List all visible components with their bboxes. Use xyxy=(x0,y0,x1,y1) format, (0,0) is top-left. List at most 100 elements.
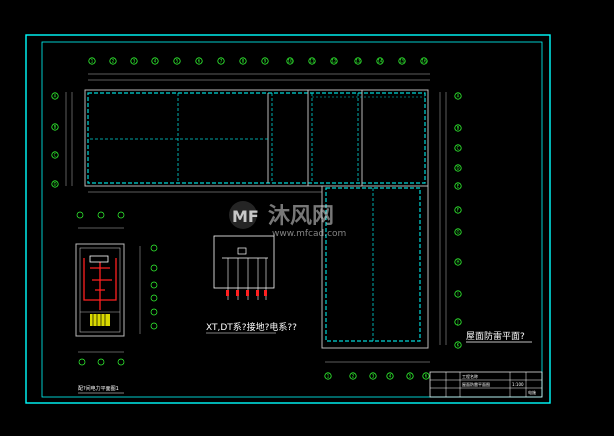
axis-bubble xyxy=(261,57,269,65)
axis-bubble xyxy=(376,57,384,65)
system-diagram-title: XT,DT系?接地?电系?? xyxy=(206,321,297,333)
axis-bubble xyxy=(151,57,159,65)
title-block-scale: 1:100 xyxy=(512,382,524,387)
axis-bubble xyxy=(330,57,338,65)
axis-bubble xyxy=(173,57,181,65)
axis-bubble xyxy=(386,372,394,380)
axis-bubble-label: 10 xyxy=(287,59,293,64)
axis-bubble-label: K xyxy=(457,343,460,348)
axis-bubble-label: A xyxy=(54,94,57,99)
roof-plan-title: 屋面防雷平面? xyxy=(466,330,525,342)
watermark-url: www.mfcad.com xyxy=(272,229,346,239)
axis-bubble-label: E xyxy=(457,184,460,189)
axis-bubble-label: B xyxy=(54,125,57,130)
axis-bubble xyxy=(150,281,158,289)
axis-bubble-label: 5 xyxy=(409,374,412,379)
axis-bubble xyxy=(308,57,316,65)
axis-bubble xyxy=(51,151,59,159)
axis-bubble xyxy=(454,206,462,214)
axis-bubble xyxy=(117,358,125,366)
axis-bubble xyxy=(150,308,158,316)
axis-bubble-label: 11 xyxy=(309,59,315,64)
axis-bubble xyxy=(150,244,158,252)
watermark-text: 沐风网 xyxy=(268,204,334,229)
axis-bubbles-left: A B C D xyxy=(51,92,59,188)
axis-bubble-label: A xyxy=(457,94,460,99)
room-inner-wall xyxy=(79,247,121,333)
axis-bubble xyxy=(150,264,158,272)
system-box xyxy=(213,235,275,289)
axis-bubble-label: 16 xyxy=(421,59,427,64)
axis-bubble xyxy=(369,372,377,380)
axis-bubble xyxy=(217,57,225,65)
distribution-cabinet xyxy=(89,255,109,263)
axis-bubble-label: 4 xyxy=(389,374,392,379)
watermark-logo xyxy=(229,201,257,229)
axis-bubble xyxy=(454,144,462,152)
axis-bubble-label: 6 xyxy=(425,374,428,379)
axis-bubble-label: 13 xyxy=(355,59,361,64)
axis-bubble-label: D xyxy=(53,182,56,187)
axis-bubble xyxy=(286,57,294,65)
outer-frame xyxy=(25,34,551,404)
switchgear-hatch xyxy=(92,314,106,326)
axis-bubble-label: I xyxy=(457,292,458,297)
room-outline xyxy=(75,243,125,337)
axis-bubble xyxy=(51,180,59,188)
title-block-frame xyxy=(429,371,543,398)
axis-bubble-label: 8 xyxy=(242,59,245,64)
system-meter xyxy=(237,247,247,255)
inner-frame xyxy=(41,41,543,398)
axis-bubble xyxy=(150,294,158,302)
axis-bubble-label: 7 xyxy=(220,59,223,64)
axis-bubbles-bottom: 1 2 3 4 5 6 xyxy=(324,372,430,380)
axis-bubble-label: B xyxy=(457,126,460,131)
axis-bubble xyxy=(398,57,406,65)
axis-bubble xyxy=(422,372,430,380)
axis-bubbles-room xyxy=(76,211,158,366)
axis-bubble xyxy=(88,57,96,65)
axis-bubble xyxy=(97,358,105,366)
axis-bubble xyxy=(406,372,414,380)
axis-bubble xyxy=(239,57,247,65)
axis-bubble xyxy=(51,92,59,100)
axis-bubble-label: 4 xyxy=(154,59,157,64)
axis-bubble-label: H xyxy=(456,260,459,265)
axis-bubble xyxy=(76,211,84,219)
axis-bubble-label: G xyxy=(456,230,459,235)
axis-bubble xyxy=(78,358,86,366)
axis-bubble xyxy=(454,164,462,172)
axis-bubble-label: 15 xyxy=(399,59,405,64)
watermark-logo-letter: MF xyxy=(232,207,259,226)
axis-bubble xyxy=(130,57,138,65)
axis-bubble-label: 1 xyxy=(327,374,330,379)
axis-bubble-label: 14 xyxy=(377,59,383,64)
title-block-project: 工程名称 xyxy=(462,373,478,379)
axis-bubble xyxy=(150,322,158,330)
system-diagram: XT,DT系?接地?电系?? xyxy=(206,235,297,334)
axis-bubble xyxy=(97,211,105,219)
title-block-drawing-name: 屋面防雷平面图 xyxy=(462,381,490,387)
axis-bubble xyxy=(51,123,59,131)
system-feeder-marks xyxy=(226,290,267,296)
title-block: 工程名称 屋面防雷平面图 1:100 电施 xyxy=(429,371,543,398)
axis-bubble-label: 5 xyxy=(176,59,179,64)
axis-bubble xyxy=(454,92,462,100)
room-plan-title: 配?间电力平面图1 xyxy=(78,385,119,392)
axis-bubble xyxy=(454,341,462,349)
axis-bubble-label: C xyxy=(54,153,57,158)
axis-bubble-label: 3 xyxy=(372,374,375,379)
axis-bubble-label: 2 xyxy=(112,59,115,64)
axis-bubble xyxy=(454,318,462,326)
axis-bubble xyxy=(420,57,428,65)
axis-bubble xyxy=(454,290,462,298)
roof-outline-wing xyxy=(321,185,429,349)
axis-bubble-label: 2 xyxy=(352,374,355,379)
roof-outline-upper xyxy=(84,89,429,187)
axis-bubble-label: 6 xyxy=(198,59,201,64)
axis-bubble xyxy=(349,372,357,380)
